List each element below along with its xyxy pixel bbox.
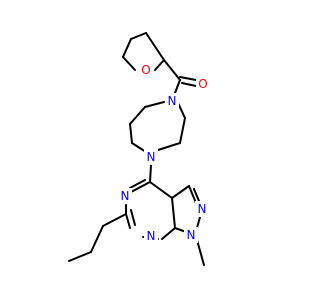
bond <box>68 251 92 262</box>
atom-n-pyrimidine-5: N <box>144 228 158 244</box>
bond <box>125 213 131 229</box>
bond <box>188 185 197 204</box>
bond <box>196 239 205 266</box>
bond <box>145 32 165 61</box>
bond <box>130 209 136 226</box>
bond <box>102 213 127 227</box>
bond <box>122 38 132 58</box>
n-methyl <box>196 239 205 266</box>
bond <box>130 32 147 40</box>
atom-n-pyrazole: N <box>195 201 209 217</box>
atom-labels: O O N N N N N N <box>118 63 210 244</box>
bond <box>130 181 151 193</box>
bond <box>131 142 147 153</box>
propyl-chain <box>68 213 127 262</box>
atom-label: N <box>121 189 130 203</box>
bond <box>122 56 136 71</box>
diazepane-pyrimidine-link <box>149 164 152 183</box>
bond <box>171 197 176 229</box>
atom-o-carbonyl: O <box>196 76 210 92</box>
bond <box>129 179 146 189</box>
bond <box>129 106 146 125</box>
atom-label: N <box>147 229 156 243</box>
atom-label: O <box>141 63 150 77</box>
atom-label: N <box>147 150 156 164</box>
atom-label: N <box>198 202 207 216</box>
bond <box>174 79 181 94</box>
atom-label: N <box>187 228 196 242</box>
bond <box>177 102 186 119</box>
tetrahydrofuran-ring <box>122 32 165 71</box>
bond <box>157 142 181 151</box>
atom-label: O <box>198 77 207 91</box>
atom-o-thf: O <box>139 63 153 79</box>
bond <box>193 188 200 202</box>
bond <box>154 59 165 71</box>
bond <box>171 185 190 199</box>
bond <box>179 117 186 144</box>
bond <box>144 101 165 108</box>
bond <box>163 59 181 81</box>
atom-n-pyrazole-methyl: N <box>184 227 198 243</box>
atom-n-diazepane-1: N <box>165 93 179 109</box>
atom-label: N <box>168 94 177 108</box>
bond <box>161 227 176 240</box>
carbonyl-linker <box>163 59 197 94</box>
bond <box>196 216 201 229</box>
bond <box>149 164 152 183</box>
bond <box>90 225 104 253</box>
molecule-diagram: O O N N N N N N <box>68 32 210 266</box>
atom-n-diazepane-4: N <box>144 149 158 165</box>
double-bond <box>181 82 197 87</box>
diazepane-ring <box>129 101 186 153</box>
bond <box>129 123 133 144</box>
double-bond <box>179 76 197 81</box>
bond <box>149 181 173 199</box>
atom-n-pyrimidine-3: N <box>118 188 132 204</box>
